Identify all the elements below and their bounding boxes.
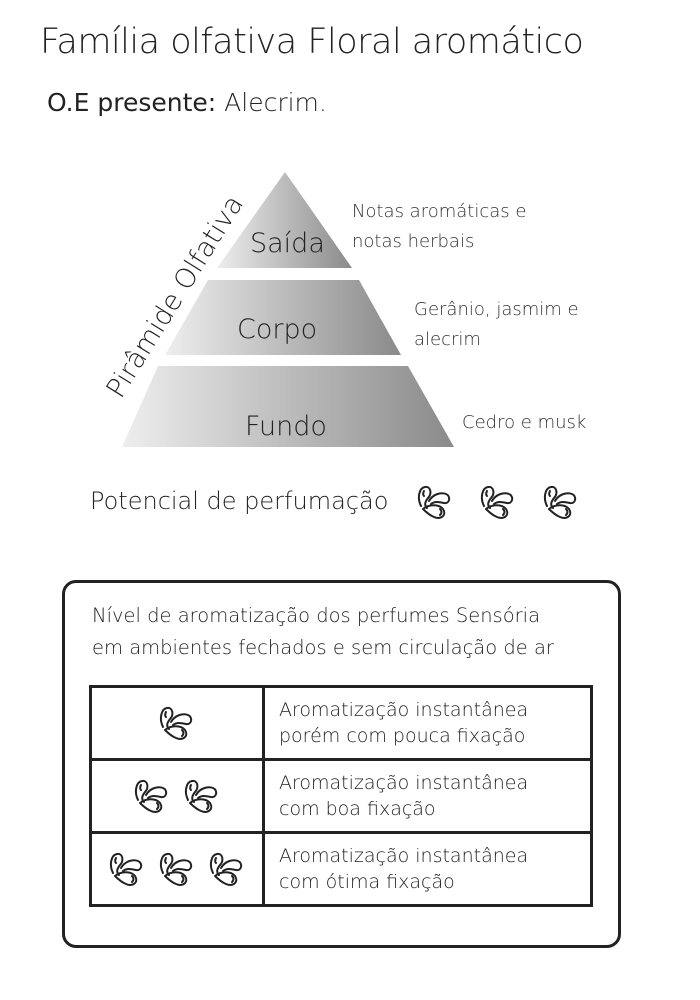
description-line: Aromatização instantânea (279, 699, 529, 721)
aroma-drops-icon (107, 849, 147, 889)
essential-oil-label: O.E presente: (47, 88, 217, 117)
level-name-bottom: Fundo (245, 411, 327, 442)
table-row: Aromatização instantânea porém com pouca… (89, 685, 593, 761)
legend-heading: Nível de aromatização dos perfumes Sensó… (92, 600, 554, 664)
description-line: porém com pouca fixação (279, 725, 526, 747)
aroma-drops-icon (157, 849, 197, 889)
aroma-drops-icon (182, 776, 222, 816)
pyramid-level-top (217, 172, 352, 268)
aroma-drops-icon (132, 776, 172, 816)
table-row: Aromatização instantânea com ótima fixaç… (89, 831, 593, 907)
description-line: Aromatização instantânea (279, 845, 529, 867)
aroma-drops-icon (207, 849, 247, 889)
legend-heading-line: em ambientes fechados e sem circulação d… (92, 636, 554, 659)
essential-oil-line: O.E presente: Alecrim. (47, 88, 327, 117)
aromatization-legend-box (62, 580, 621, 948)
description-line: com ótima fixação (279, 871, 455, 893)
note-line: Cedro e musk (462, 412, 587, 433)
description-line: com boa fixação (279, 798, 436, 820)
aroma-drops-icon (415, 482, 455, 522)
page-title: Família olfativa Floral aromático (40, 22, 584, 62)
level-name-top: Saída (250, 228, 325, 259)
aroma-drops-icon (541, 482, 581, 522)
level-description: Aromatização instantânea com boa fixação (262, 758, 593, 834)
pyramid-level-bottom (122, 366, 454, 447)
note-line: notas herbais (352, 231, 475, 252)
aroma-drops-icon (157, 703, 197, 743)
olfactory-pyramid (122, 172, 454, 447)
pyramid-level-middle (165, 280, 401, 355)
essential-oil-value: Alecrim. (224, 88, 327, 117)
level-description: Aromatização instantânea porém com pouca… (262, 685, 593, 761)
level-icons (89, 758, 265, 834)
note-line: Notas aromáticas e (352, 201, 527, 222)
note-line: Gerânio, jasmim e (414, 299, 579, 320)
note-line: alecrim (414, 329, 481, 350)
perfuming-potential: Potencial de perfumação (90, 482, 586, 522)
perfuming-potential-label: Potencial de perfumação (90, 487, 389, 515)
aromatization-table: Aromatização instantânea porém com pouca… (89, 685, 593, 907)
aroma-drops-icon (478, 482, 518, 522)
legend-heading-line: Nível de aromatização dos perfumes Sensó… (92, 604, 541, 627)
level-notes-middle: Gerânio, jasmim e alecrim (414, 295, 579, 355)
description-line: Aromatização instantânea (279, 772, 529, 794)
level-description: Aromatização instantânea com ótima fixaç… (262, 831, 593, 907)
level-notes-top: Notas aromáticas e notas herbais (352, 197, 526, 257)
level-notes-bottom: Cedro e musk (462, 408, 586, 438)
level-icons (89, 831, 265, 907)
level-icons (89, 685, 265, 761)
level-name-middle: Corpo (237, 314, 318, 345)
table-row: Aromatização instantânea com boa fixação (89, 758, 593, 834)
